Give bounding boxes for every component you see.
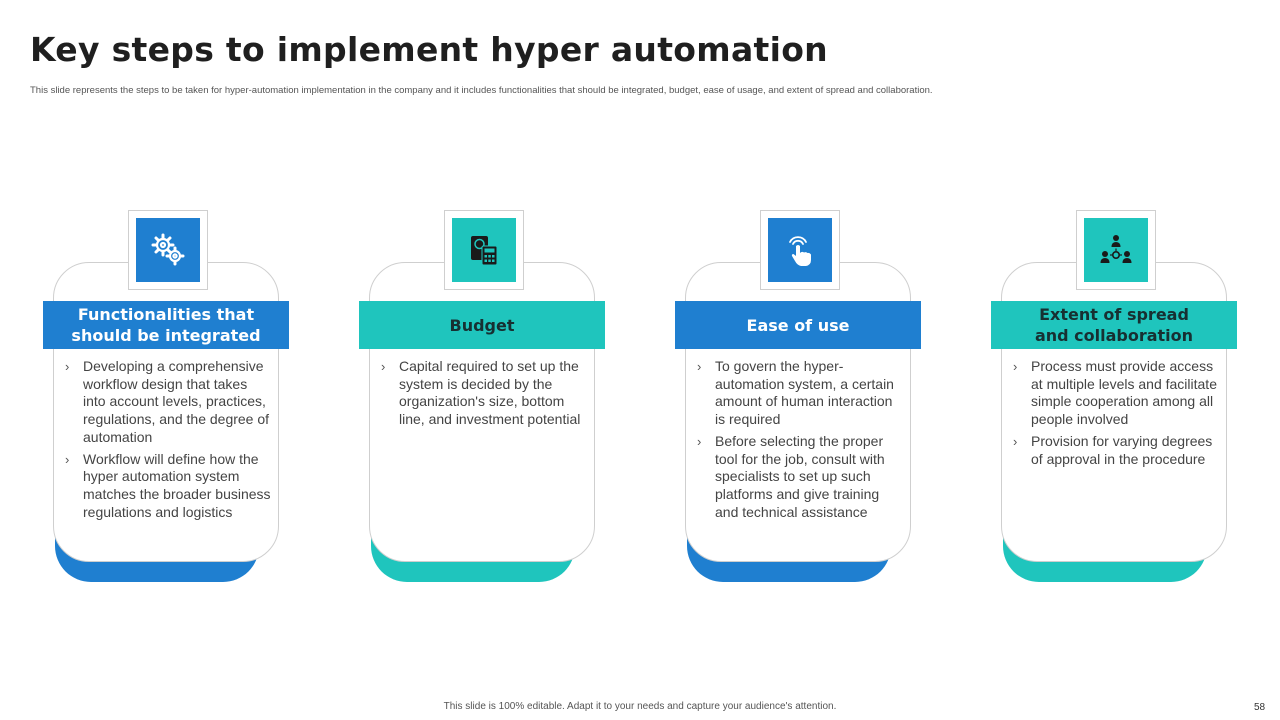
- list-item: ›Developing a comprehensive workflow des…: [65, 358, 270, 445]
- chevron-right-icon: ›: [65, 451, 70, 467]
- bullet-list: ›Process must provide access at multiple…: [1011, 358, 1221, 472]
- heading-line-1: Budget: [449, 315, 515, 335]
- list-item: ›Workflow will define how the hyper auto…: [65, 450, 271, 520]
- heading-line-1: Ease of use: [746, 315, 850, 335]
- chevron-right-icon: ›: [381, 359, 386, 374]
- calculator-money-icon: [452, 218, 516, 282]
- touch-hand-icon: [768, 218, 832, 282]
- icon-frame: [444, 210, 524, 290]
- list-item: ›To govern the hyper-automation system, …: [697, 358, 894, 428]
- bullet-list: ›Developing a comprehensive workflow des…: [63, 358, 273, 525]
- heading-line-2: should be integrated: [71, 326, 261, 345]
- slide-title: Key steps to implement hyper automation: [30, 30, 828, 69]
- icon-frame: [1076, 210, 1156, 290]
- slide-subtitle: This slide represents the steps to be ta…: [30, 85, 933, 96]
- step-card-spread-collaboration: Extent of spread and collaboration ›Proce…: [991, 210, 1237, 584]
- card-heading: Budget: [359, 301, 605, 349]
- card-heading: Ease of use: [675, 301, 921, 349]
- chevron-right-icon: ›: [1013, 433, 1018, 449]
- card-heading: Functionalities that should be integrated: [43, 301, 289, 349]
- gears-icon: [136, 218, 200, 282]
- list-item: ›Process must provide access at multiple…: [1013, 358, 1217, 428]
- bullet-list: ›To govern the hyper-automation system, …: [695, 358, 905, 525]
- card-heading: Extent of spread and collaboration: [991, 301, 1237, 349]
- step-card-ease-of-use: Ease of use ›To govern the hyper-automat…: [675, 210, 921, 584]
- list-item: ›Provision for varying degrees of approv…: [1013, 432, 1213, 467]
- chevron-right-icon: ›: [65, 359, 70, 374]
- list-item: ›Capital required to set up the system i…: [381, 358, 581, 428]
- bullet-list: ›Capital required to set up the system i…: [379, 358, 589, 433]
- footer-note: This slide is 100% editable. Adapt it to…: [443, 701, 837, 712]
- icon-frame: [128, 210, 208, 290]
- heading-line-1: Functionalities that: [77, 305, 255, 324]
- chevron-right-icon: ›: [1013, 359, 1018, 374]
- heading-line-2: and collaboration: [1034, 326, 1194, 345]
- team-network-icon: [1084, 218, 1148, 282]
- chevron-right-icon: ›: [697, 433, 702, 449]
- step-card-budget: Budget ›Capital required to set up the s…: [359, 210, 605, 584]
- step-card-functionalities: Functionalities that should be integrated…: [43, 210, 289, 584]
- heading-line-1: Extent of spread: [1039, 305, 1189, 324]
- list-item: ›Before selecting the proper tool for th…: [697, 432, 885, 520]
- page-number: 58: [1254, 702, 1266, 713]
- icon-frame: [760, 210, 840, 290]
- chevron-right-icon: ›: [697, 359, 702, 374]
